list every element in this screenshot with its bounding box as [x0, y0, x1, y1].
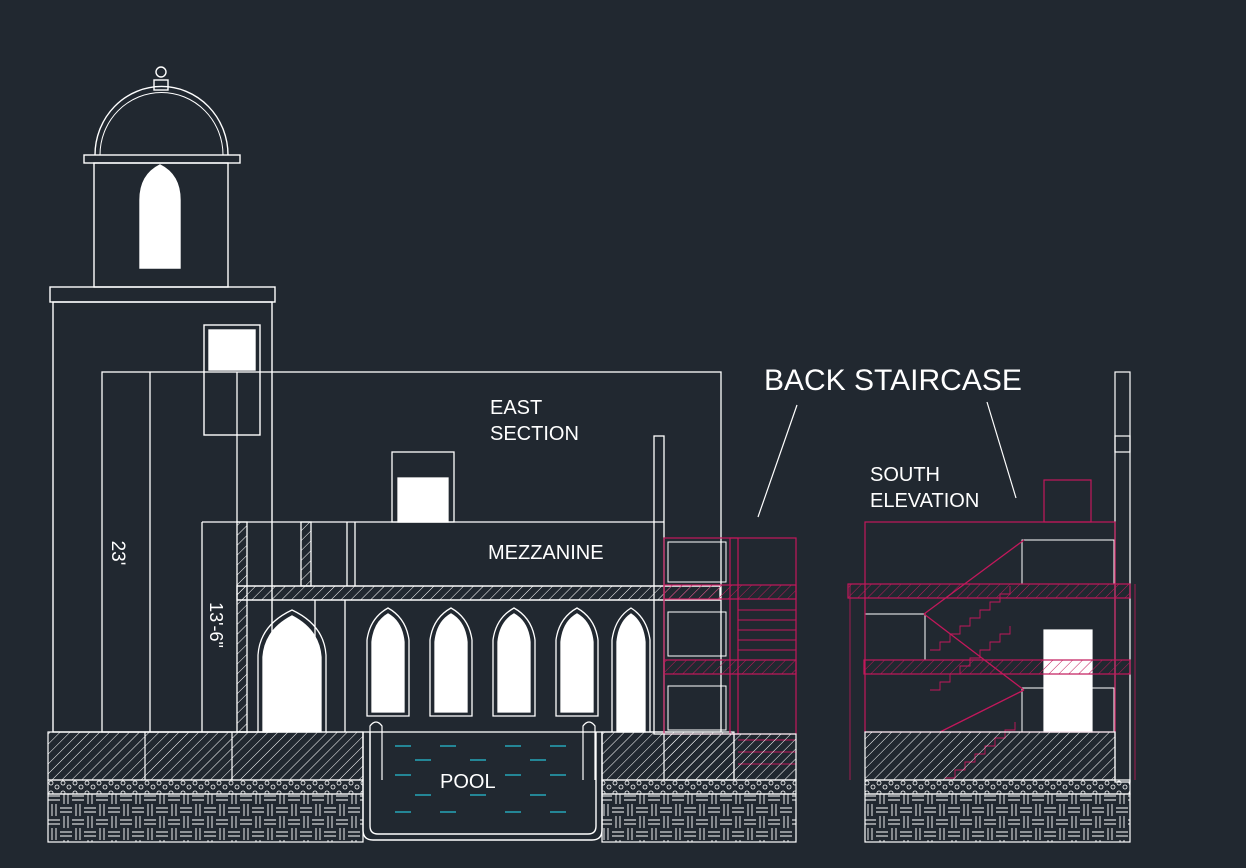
label-leaders	[757, 401, 1017, 518]
main-hall-outline	[101, 371, 722, 733]
ground-arch-window	[262, 615, 322, 733]
back-staircase-label: BACK STAIRCASE	[764, 364, 1022, 397]
tower-window	[139, 164, 181, 269]
east-section	[101, 371, 722, 735]
dim-height-ground: 13'-6"	[206, 602, 226, 648]
back-staircase-section	[663, 537, 797, 781]
south-door	[1043, 629, 1093, 733]
east-section-label-line2: SECTION	[490, 423, 579, 445]
pool	[362, 721, 603, 841]
pool-label: POOL	[440, 771, 496, 793]
pool-ladder-right	[582, 721, 596, 780]
dome	[94, 85, 229, 156]
mezzanine-label: MEZZANINE	[488, 542, 604, 564]
south-elevation-label-line1: SOUTH	[870, 464, 940, 486]
dim-height-total: 23'	[107, 541, 128, 566]
south-elevation-label-line2: ELEVATION	[870, 490, 979, 512]
south-elevation	[847, 371, 1136, 843]
pool-water	[395, 745, 566, 813]
dome-finial	[153, 79, 169, 91]
mezzanine-slab	[236, 585, 721, 601]
arched-window-row	[366, 607, 651, 733]
east-section-label-line1: EAST	[490, 397, 542, 419]
pool-ladder-left	[369, 721, 383, 780]
